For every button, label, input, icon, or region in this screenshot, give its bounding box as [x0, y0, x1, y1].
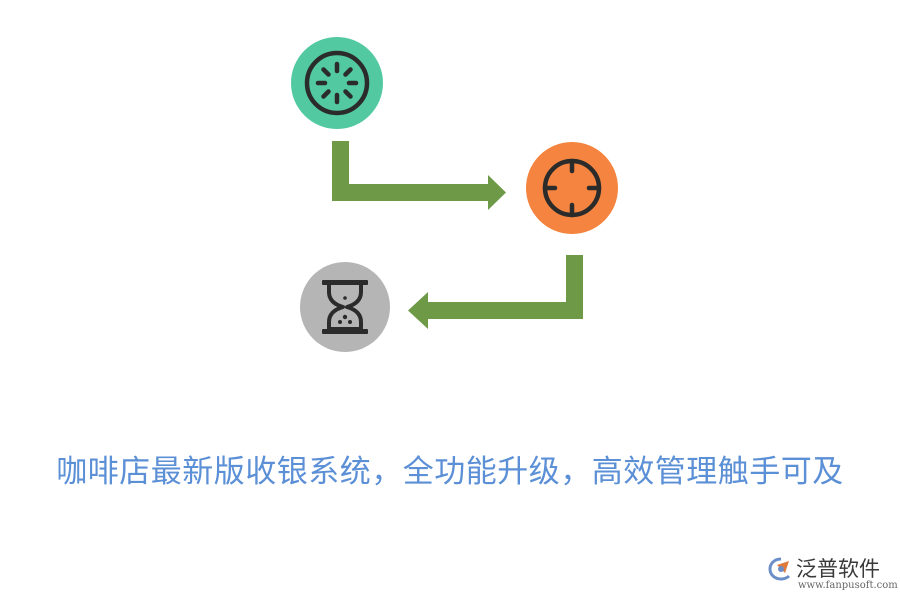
loading-dial-icon: [304, 50, 370, 116]
hourglass-node: [300, 262, 390, 352]
caption-text: 咖啡店最新版收银系统，全功能升级，高效管理触手可及: [56, 454, 844, 490]
crosshair-node: [526, 142, 618, 234]
fanpu-logo-icon: [768, 557, 791, 581]
brand-name: 泛普软件: [796, 557, 880, 581]
hourglass-icon: [322, 280, 368, 334]
crosshair-target-icon: [542, 158, 602, 218]
arrow-right: [332, 141, 506, 210]
brand-url: www.fanpusoft.com: [798, 580, 898, 591]
arrow-left: [408, 255, 583, 329]
loading-dial-node: [291, 37, 383, 129]
brand-watermark: 泛普软件 www.fanpusoft.com: [768, 553, 898, 593]
